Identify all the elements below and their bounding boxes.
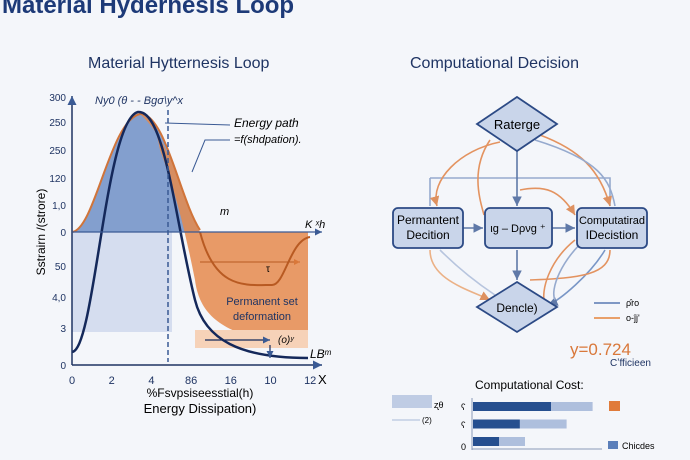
y-tick-label: 0 <box>60 361 66 372</box>
node-computational-label-1: Computatirad <box>579 215 645 227</box>
y-tick-label: 0 <box>60 228 66 239</box>
cost-title: Computational Cost: <box>475 378 584 392</box>
x-axis-label: %Fsvpsiseesstial(h) <box>147 386 254 400</box>
energy-path-sub: =f(shdpation). <box>234 134 302 146</box>
orange-curve <box>71 112 201 233</box>
lbm-label: LBᵐ <box>310 347 332 361</box>
permanent-label: Permanent set <box>226 296 298 308</box>
left-bar <box>392 395 432 408</box>
x-tick-label: 4 <box>148 375 154 387</box>
y-tick-label: 50 <box>55 262 67 273</box>
connectors <box>429 134 616 306</box>
y-tick-label: 250 <box>49 146 66 157</box>
x-tick-label: 16 <box>225 375 237 387</box>
node-dencle-label: Dencle) <box>496 301 537 315</box>
node-middle[interactable] <box>484 207 553 249</box>
chart-title: Material Hytternesis Loop <box>88 55 270 72</box>
x-tick-label: 0 <box>69 375 75 387</box>
node-raterge-label: Raterge <box>494 117 540 132</box>
diagram-title: Computational Decision <box>410 55 579 72</box>
cost-y-tick: ʕ <box>461 402 466 412</box>
y-tick-label: 300 <box>49 93 66 104</box>
x-tick-label: 86 <box>185 375 197 387</box>
legend-label-2: o-ĵj' <box>626 313 640 323</box>
y-tick-label: 250 <box>49 118 66 129</box>
cost-chart: Computational Cost: ʐθ (2) ʕ ʕ 0 Chicdes <box>392 378 655 452</box>
node-permanent-label-1: Permantent <box>397 213 460 227</box>
node-middle-label: ιg – Dρνg ⁺ <box>490 223 546 235</box>
dissipation-leader <box>191 139 230 173</box>
energy-path-leader <box>164 122 231 126</box>
cost-legend-label: Chicdes <box>622 441 655 451</box>
metric-sub: Cʼfficieen <box>610 358 651 369</box>
node-permanent-label-2: Decition <box>406 228 449 242</box>
light-orange-band <box>195 330 308 348</box>
orange-swatch <box>609 401 620 411</box>
left-label-1: ʐθ <box>434 400 444 410</box>
y-tick-label: 4,0 <box>52 293 66 304</box>
x-axis-label-2: Energy Dissipation) <box>144 401 257 416</box>
y-axis-label: Sstrairn /(strore) <box>34 189 48 276</box>
node-computational-decision[interactable] <box>576 207 648 249</box>
x-tick-label: 2 <box>109 375 115 387</box>
cost-y-tick: ʕ <box>461 420 466 430</box>
deformation-label: deformation <box>233 311 291 323</box>
energy-path-label: Energy path <box>234 116 299 130</box>
metric-value: y=0.724 <box>570 340 631 359</box>
main-title: Material Hydernesis Loop <box>2 0 295 19</box>
top-note: Ny0 (θ - - Bgσ\y^x <box>95 95 184 107</box>
node-permanent-decision[interactable] <box>392 207 464 249</box>
residual-label: (o)ʸ <box>278 335 295 346</box>
y-tick-label: 120 <box>49 174 66 185</box>
y-tick-label: 3 <box>60 324 66 335</box>
decision-diagram: Raterge Permantent Decition ιg – Dρνg ⁺ … <box>392 95 651 369</box>
node-dencle[interactable] <box>475 280 559 334</box>
m-label: m <box>220 206 229 218</box>
x-tick-label: 10 <box>264 375 276 387</box>
left-label-2: (2) <box>422 416 432 425</box>
y-tick-label: 1,0 <box>52 201 66 212</box>
hysteresis-chart: 300 250 250 120 1,0 0 50 4,0 3 0 0 2 4 86 16 10 12 X Ss… <box>34 93 332 416</box>
x-tick-label: 12 <box>304 375 316 387</box>
legend-swatch-cost <box>608 441 618 449</box>
cost-bar-dark <box>473 402 551 411</box>
recovery-curve <box>199 231 311 287</box>
lower-blue-region <box>72 232 172 332</box>
orange-dissipation-area <box>140 114 308 345</box>
blue-hysteresis-curve <box>71 110 309 360</box>
node-raterge[interactable] <box>475 95 559 153</box>
cost-bar-dark <box>473 419 520 429</box>
x-axis-end-label: X <box>318 372 327 387</box>
cost-bar-dark <box>473 437 499 446</box>
legend-label-1: ρ̂ro <box>626 298 639 308</box>
node-computational-label-2: IDecistion <box>586 228 639 242</box>
cost-y-tick: 0 <box>461 442 466 452</box>
k-label: K ˣh <box>305 219 325 231</box>
tau-label: τ <box>266 264 270 275</box>
